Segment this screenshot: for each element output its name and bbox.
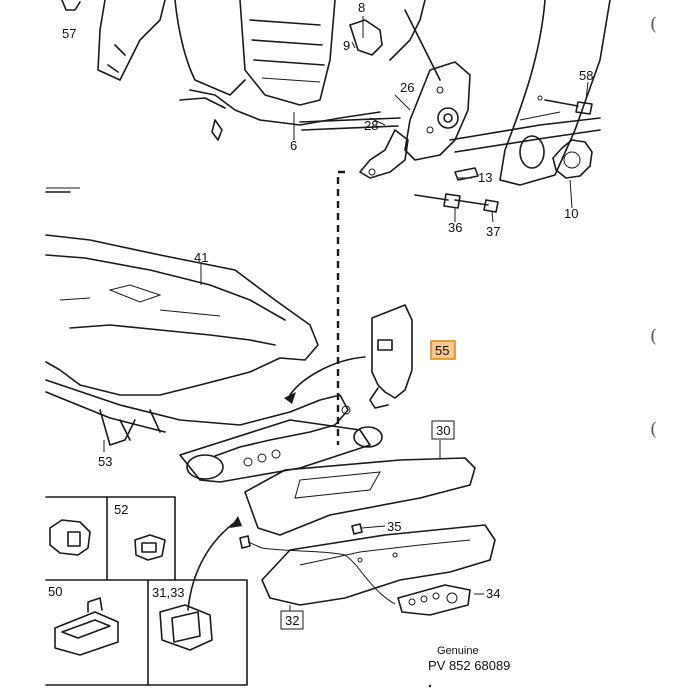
screw-35 (351, 523, 386, 535)
bracket-55 (369, 304, 413, 409)
seat-frame (45, 379, 351, 457)
inset-part-52 (134, 534, 166, 561)
leader-lines (103, 16, 589, 612)
label-9: 9 (343, 38, 350, 53)
seat-rail (449, 117, 601, 153)
label-32: 32 (285, 613, 299, 628)
switch-panel-34 (397, 584, 471, 616)
footer-dot (428, 684, 432, 688)
label-10: 10 (564, 206, 578, 221)
dashed-connector-line (336, 170, 345, 445)
recliner-mechanism (299, 61, 471, 179)
screw-58 (537, 95, 593, 115)
cross-bar (179, 419, 383, 483)
label-31-33: 31,33 (152, 585, 185, 600)
label-6: 6 (290, 138, 297, 153)
margin-paren-2: ( (650, 326, 657, 347)
footer: Genuine PV 852 68089 (428, 645, 510, 688)
label-58: 58 (579, 68, 593, 83)
inset-part-31-33 (159, 604, 213, 651)
label-13: 13 (478, 170, 492, 185)
inset-panel-grid (45, 496, 248, 686)
footer-part-number: PV 852 68089 (428, 658, 510, 673)
label-53: 53 (98, 454, 112, 469)
label-52: 52 (114, 502, 128, 517)
highlight-box-55 (430, 340, 456, 360)
box-32 (280, 610, 304, 630)
inset-part-50 (54, 597, 119, 656)
margin-paren-3: ( (650, 419, 657, 440)
seat-cushion (45, 234, 319, 396)
label-26: 26 (400, 80, 414, 95)
curved-arrow-55 (284, 356, 366, 404)
inset-clip-part (49, 519, 91, 556)
footer-brand: Genuine (437, 645, 479, 657)
label-28: 28 (364, 118, 378, 133)
seat-back-frame (97, 0, 441, 141)
box-30 (431, 420, 455, 440)
trim-panel-30 (244, 457, 476, 536)
wire-harness (239, 535, 396, 605)
margin-left-marks (45, 187, 80, 193)
label-37: 37 (486, 224, 500, 239)
curved-arrow-32 (187, 516, 242, 611)
callout-labels: 57 8 9 26 58 28 6 13 10 36 37 41 55 30 5… (48, 0, 593, 630)
label-34: 34 (486, 586, 500, 601)
label-36: 36 (448, 220, 462, 235)
margin-marks: ( ( ( (650, 14, 657, 440)
label-41: 41 (194, 250, 208, 265)
label-55[interactable]: 55 (435, 343, 449, 358)
label-35: 35 (387, 519, 401, 534)
label-57: 57 (62, 26, 76, 41)
label-50: 50 (48, 584, 62, 599)
switch-housing-32 (261, 524, 496, 606)
label-8: 8 (358, 0, 365, 15)
label-30: 30 (436, 423, 450, 438)
bolts-36-37-13 (414, 167, 499, 213)
margin-paren-1: ( (650, 14, 657, 35)
seat-back-side-panel (499, 0, 611, 186)
screw-57 (61, 0, 81, 11)
adjust-knob (552, 139, 593, 179)
